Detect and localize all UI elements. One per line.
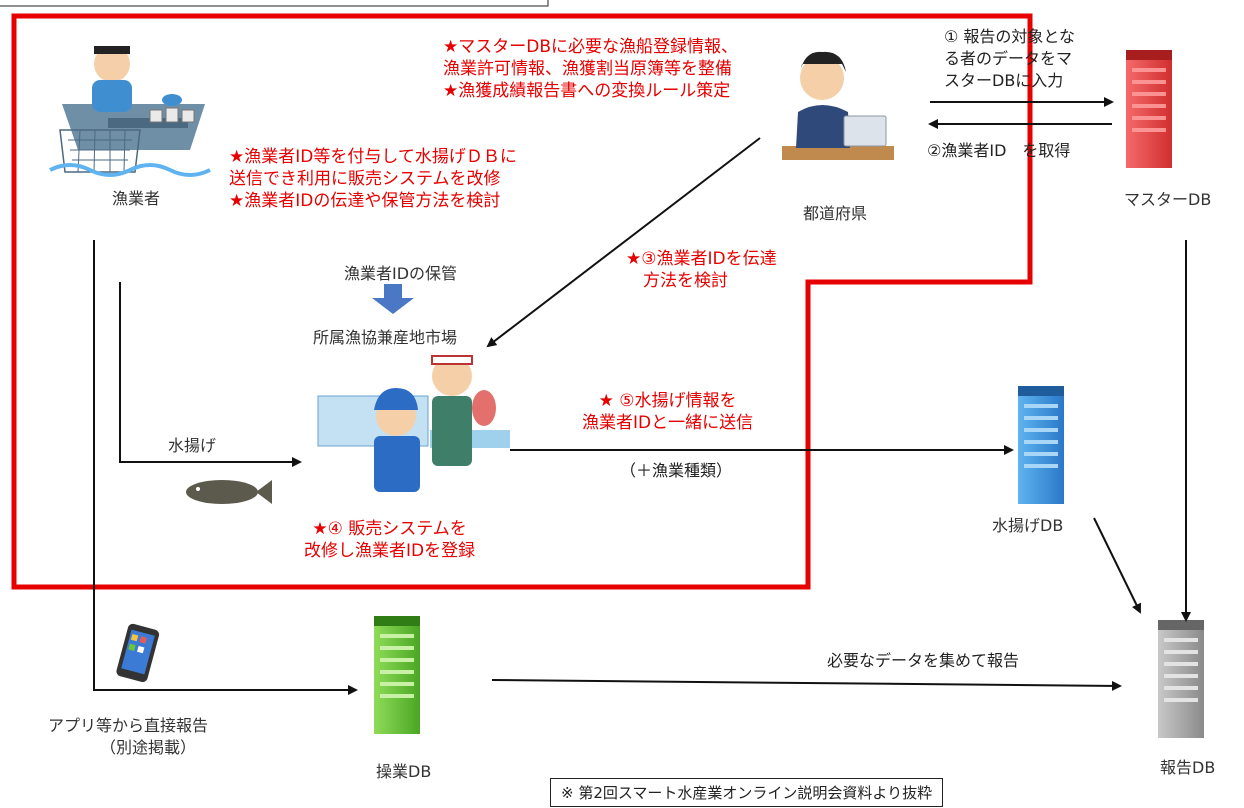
annotation-line: る者のデータをマ	[944, 49, 1073, 68]
storage-label: 漁業者IDの保管	[344, 264, 458, 283]
annotation-collect-report: 必要なデータを集めて報告	[827, 651, 1020, 670]
master-db-label: マスターDB	[1124, 190, 1212, 209]
prefecture-illustration	[782, 51, 894, 160]
annotation-line: ★漁業者IDの伝達や保管方法を検討	[229, 191, 501, 211]
ops-db-label: 操業DB	[376, 762, 432, 781]
annotation-fisher-id: ★漁業者ID等を付与して水揚げＤＢに 送信でき利用に販売システムを改修 ★漁業者…	[229, 146, 517, 212]
report-db-label: 報告DB	[1160, 758, 1216, 777]
annotation-line: ★漁業者ID等を付与して水揚げＤＢに	[229, 147, 517, 167]
annotation-line: ★マスターDBに必要な漁船登録情報、	[443, 37, 738, 57]
annotation-line: 改修し漁業者IDを登録	[304, 541, 476, 561]
fisher-label: 漁業者	[112, 189, 161, 208]
annotation-step4: ★④ 販売システムを 改修し漁業者IDを登録	[304, 518, 475, 562]
annotation-step5: ★ ⑤水揚げ情報を 漁業者IDと一緒に送信	[582, 390, 753, 434]
app-report-label-line1: アプリ等から直接報告	[48, 716, 209, 735]
annotation-line: 方法を検討	[626, 271, 728, 291]
prefecture-label: 都道府県	[803, 204, 868, 223]
annotation-catch-type: （＋漁業種類）	[620, 461, 733, 480]
smartphone-illustration	[116, 623, 160, 683]
annotation-line: ★漁獲成績報告書への変換ルール策定	[443, 81, 731, 101]
arrow-landing	[119, 282, 302, 467]
app-report-label-line2: （別途掲載）	[100, 738, 197, 757]
top-frame-line	[0, 0, 549, 7]
annotation-line: 漁業者IDと一緒に送信	[582, 413, 754, 433]
highlight-border	[11, 13, 1033, 590]
market-label: 所属漁協兼産地市場	[313, 328, 458, 347]
annotation-line: 漁業許可情報、漁獲割当原簿等を整備	[443, 59, 732, 79]
storage-down-arrow	[372, 284, 414, 314]
annotation-line: ★③漁業者IDを伝達	[626, 249, 777, 269]
landing-db-server	[1018, 386, 1064, 504]
landing-label: 水揚げ	[168, 436, 217, 455]
arrow-landing-to-report	[1093, 517, 1141, 614]
annotation-master-prep: ★マスターDBに必要な漁船登録情報、 漁業許可情報、漁獲割当原簿等を整備 ★漁獲…	[443, 36, 738, 102]
annotation-step3: ★③漁業者IDを伝達 方法を検討	[626, 248, 777, 292]
annotation-step2: ②漁業者ID を取得	[927, 141, 1071, 160]
fisher-illustration	[49, 46, 211, 177]
market-illustration	[317, 355, 510, 492]
landing-db-label: 水揚げDB	[992, 516, 1064, 535]
annotation-line: スターDBに入力	[944, 71, 1064, 90]
ops-db-server	[374, 616, 420, 734]
annotation-line: ★④ 販売システムを	[312, 519, 467, 539]
annotation-line: ① 報告の対象とな	[944, 27, 1075, 46]
annotation-line: 送信でき利用に販売システムを改修	[229, 169, 501, 189]
arrow-ops-to-report	[491, 679, 1122, 691]
annotation-step1: ① 報告の対象とな る者のデータをマ スターDBに入力	[944, 26, 1075, 92]
arrow-app-report	[93, 240, 358, 695]
master-db-server	[1126, 50, 1172, 168]
annotation-line: ★ ⑤水揚げ情報を	[598, 391, 737, 411]
arrow-step3	[486, 137, 761, 348]
report-db-server	[1158, 620, 1204, 738]
fish-illustration	[186, 480, 272, 504]
source-footnote: ※ 第2回スマート水産業オンライン説明会資料より抜粋	[550, 778, 944, 807]
